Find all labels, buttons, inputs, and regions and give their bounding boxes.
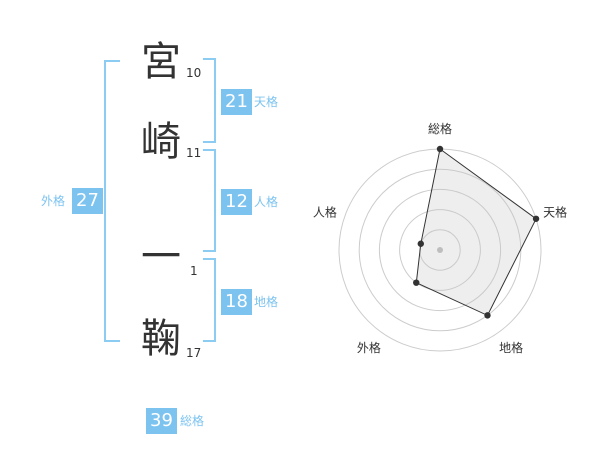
stroke-count-4: 17 [186,346,202,360]
gaikaku-label: 外格 [41,194,66,208]
tenkaku-value: 21 [221,89,252,115]
radar-axis-label-5: 人格 [313,205,337,220]
jinkaku-label: 人格 [254,195,279,209]
chikaku-value: 18 [221,289,252,315]
radar-axis-label-1: 総格 [428,121,452,136]
radar-center-dot [437,247,443,253]
radar-point-1 [436,145,444,153]
name-char-1: 宮 [141,39,181,85]
tenkaku-label: 天格 [254,95,279,109]
radar-axis-label-2: 天格 [543,205,567,220]
stroke-count-3: 1 [190,264,198,278]
radar-point-2 [532,215,540,222]
name-char-3: 一 [141,234,181,280]
chikaku-label: 地格 [254,295,279,309]
radar-point-4 [413,279,420,286]
name-char-4: 鞠 [141,316,181,362]
radar-grid-ring-2 [399,209,481,291]
radar-grid-ring-3 [378,188,502,312]
gaikaku-bracket [104,60,120,342]
gaikaku-value: 27 [72,188,103,214]
jinkaku-value: 12 [221,189,252,215]
chikaku-bracket [203,258,216,342]
radar-series-polygon [415,148,537,317]
radar-point-3 [484,312,491,319]
radar-point-5 [417,240,424,247]
tenkaku-bracket [203,58,216,143]
stroke-count-1: 10 [186,66,202,80]
soukaku-label: 総格 [180,414,205,428]
soukaku-value: 39 [146,408,177,434]
jinkaku-bracket [203,149,216,252]
radar-axis-label-4: 外格 [357,340,381,355]
stroke-count-2: 11 [186,146,202,160]
name-char-2: 崎 [141,119,181,165]
radar-axis-label-3: 地格 [499,340,523,355]
